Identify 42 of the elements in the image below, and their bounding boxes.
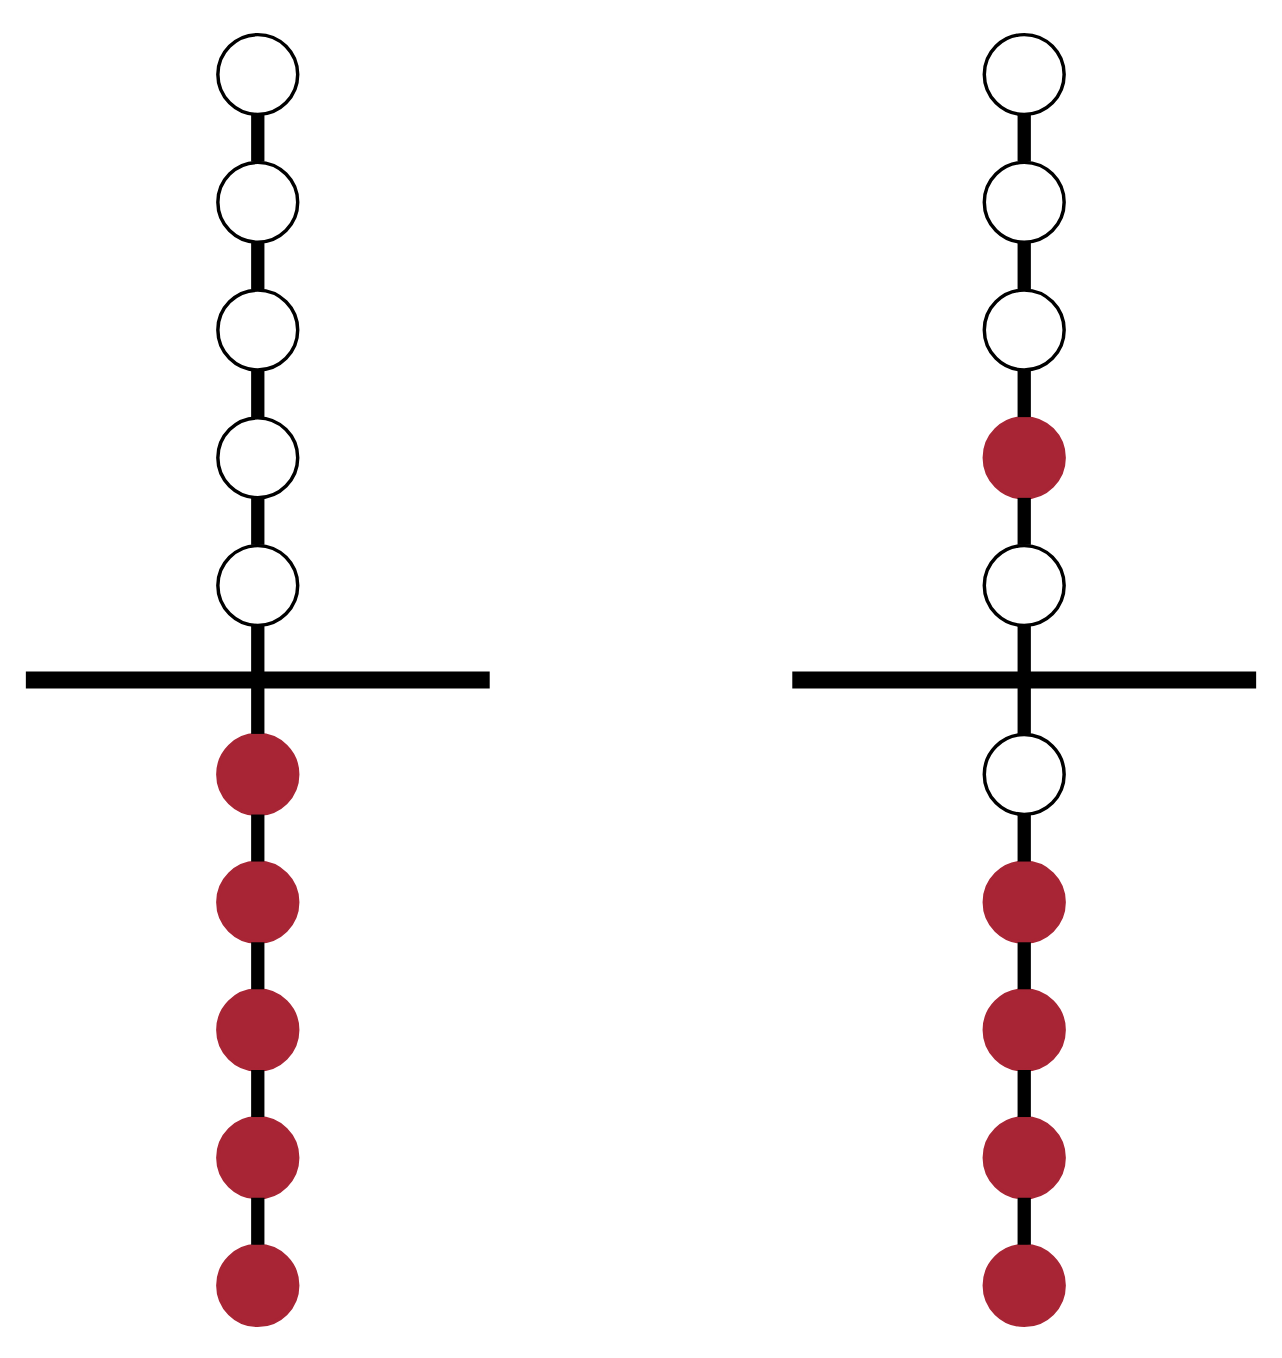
connector xyxy=(251,813,265,861)
connector xyxy=(251,1196,265,1244)
connector xyxy=(1017,369,1031,417)
connector xyxy=(251,686,265,733)
connector xyxy=(1017,496,1031,544)
connector xyxy=(1017,941,1031,989)
node-circle xyxy=(216,1115,300,1199)
node-circle xyxy=(982,1242,1066,1327)
connector xyxy=(1017,1069,1031,1117)
node-circle xyxy=(216,987,300,1071)
connector xyxy=(251,941,265,989)
node-circle xyxy=(216,31,300,116)
connector xyxy=(251,496,265,544)
connector xyxy=(1017,1196,1031,1244)
node-circle xyxy=(216,159,300,243)
node-circle xyxy=(216,1242,300,1327)
node-circle xyxy=(982,159,1066,243)
node-circle xyxy=(982,415,1066,499)
node-circle xyxy=(982,1115,1066,1199)
connector xyxy=(1017,624,1031,672)
node-circle xyxy=(982,859,1066,943)
node-circle xyxy=(982,542,1066,627)
node-circle xyxy=(216,859,300,943)
node-circle xyxy=(216,542,300,627)
connector xyxy=(1017,241,1031,289)
node-bar xyxy=(792,670,1257,688)
node-circle xyxy=(216,415,300,499)
node-circle xyxy=(982,31,1066,116)
connector xyxy=(251,624,265,672)
node-circle xyxy=(982,287,1066,371)
connector xyxy=(1017,686,1031,733)
node-circle xyxy=(216,287,300,371)
connector xyxy=(1017,113,1031,161)
connector xyxy=(251,113,265,161)
node-bar xyxy=(25,670,490,688)
node-circle xyxy=(216,731,300,816)
connector xyxy=(1017,813,1031,861)
connector xyxy=(251,1069,265,1117)
node-circle xyxy=(982,731,1066,816)
connector xyxy=(251,241,265,289)
connector xyxy=(251,369,265,417)
node-circle xyxy=(982,987,1066,1071)
